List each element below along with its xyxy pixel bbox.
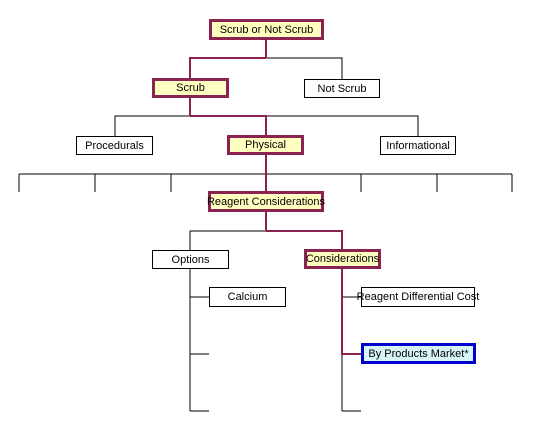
path-root-bar-to-scrub: [189, 57, 266, 79]
node-informational[interactable]: Informational: [380, 136, 456, 155]
connector-root-to-not-scrub: [266, 57, 343, 79]
path-considerations-to-by-products: [341, 269, 361, 355]
node-not-scrub[interactable]: Not Scrub: [304, 79, 380, 98]
node-scrub-or-not-scrub[interactable]: Scrub or Not Scrub: [209, 19, 324, 40]
node-calcium[interactable]: Calcium: [209, 287, 286, 307]
node-reagent-differential-cost[interactable]: Reagent Differential Cost: [357, 287, 479, 307]
path-reagent-to-considerations: [266, 230, 343, 250]
node-by-products-market[interactable]: By Products Market*: [361, 343, 476, 364]
node-reagent-considerations[interactable]: Reagent Considerations: [207, 191, 325, 212]
node-options[interactable]: Options: [152, 250, 229, 269]
connector-scrub-to-procedurals: [114, 115, 190, 136]
connector-reagent-to-options: [189, 230, 266, 250]
node-scrub[interactable]: Scrub: [152, 78, 229, 98]
path-scrub-to-physical: [190, 115, 267, 136]
node-physical[interactable]: Physical: [227, 135, 304, 155]
node-considerations[interactable]: Considerations: [304, 249, 381, 269]
node-procedurals[interactable]: Procedurals: [76, 136, 153, 155]
connector-scrub-to-informational: [266, 115, 419, 136]
